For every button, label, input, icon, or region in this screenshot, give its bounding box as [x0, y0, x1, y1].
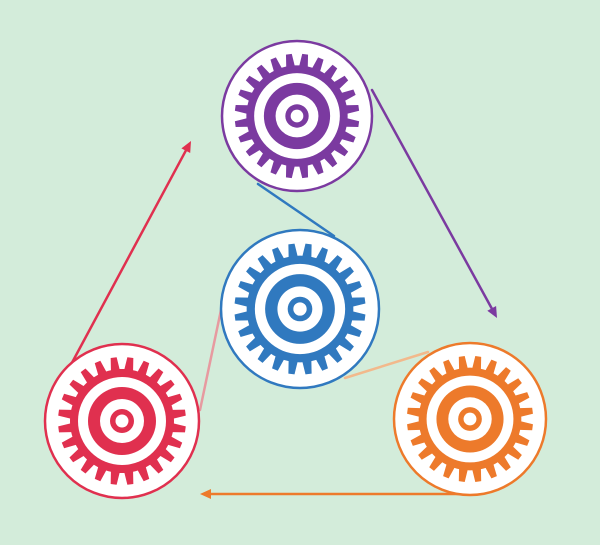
arrow-shaft [65, 149, 188, 374]
gears-layer [43, 39, 548, 500]
gear-axle-hole [463, 412, 477, 426]
gear-axle-hole [293, 302, 307, 316]
belts-layer [198, 182, 430, 412]
gear-axle-hole [115, 414, 129, 428]
blue-gear-icon [219, 228, 381, 390]
belt-purple-blue [256, 182, 336, 238]
arrow-red-to-purple [65, 141, 191, 374]
arrow-head [181, 141, 191, 154]
red-gear-icon [43, 342, 201, 500]
belt-blue-red [198, 308, 223, 412]
arrow-head [200, 489, 211, 499]
arrows-layer [65, 88, 497, 499]
arrow-purple-to-orange [370, 88, 497, 318]
arrow-orange-to-red [200, 489, 474, 499]
belt-blue-orange [343, 350, 430, 380]
purple-gear-icon [220, 39, 374, 193]
arrow-head [487, 305, 497, 318]
arrow-shaft [370, 88, 493, 310]
orange-gear-icon [392, 341, 548, 497]
gear-axle-hole [290, 109, 304, 123]
